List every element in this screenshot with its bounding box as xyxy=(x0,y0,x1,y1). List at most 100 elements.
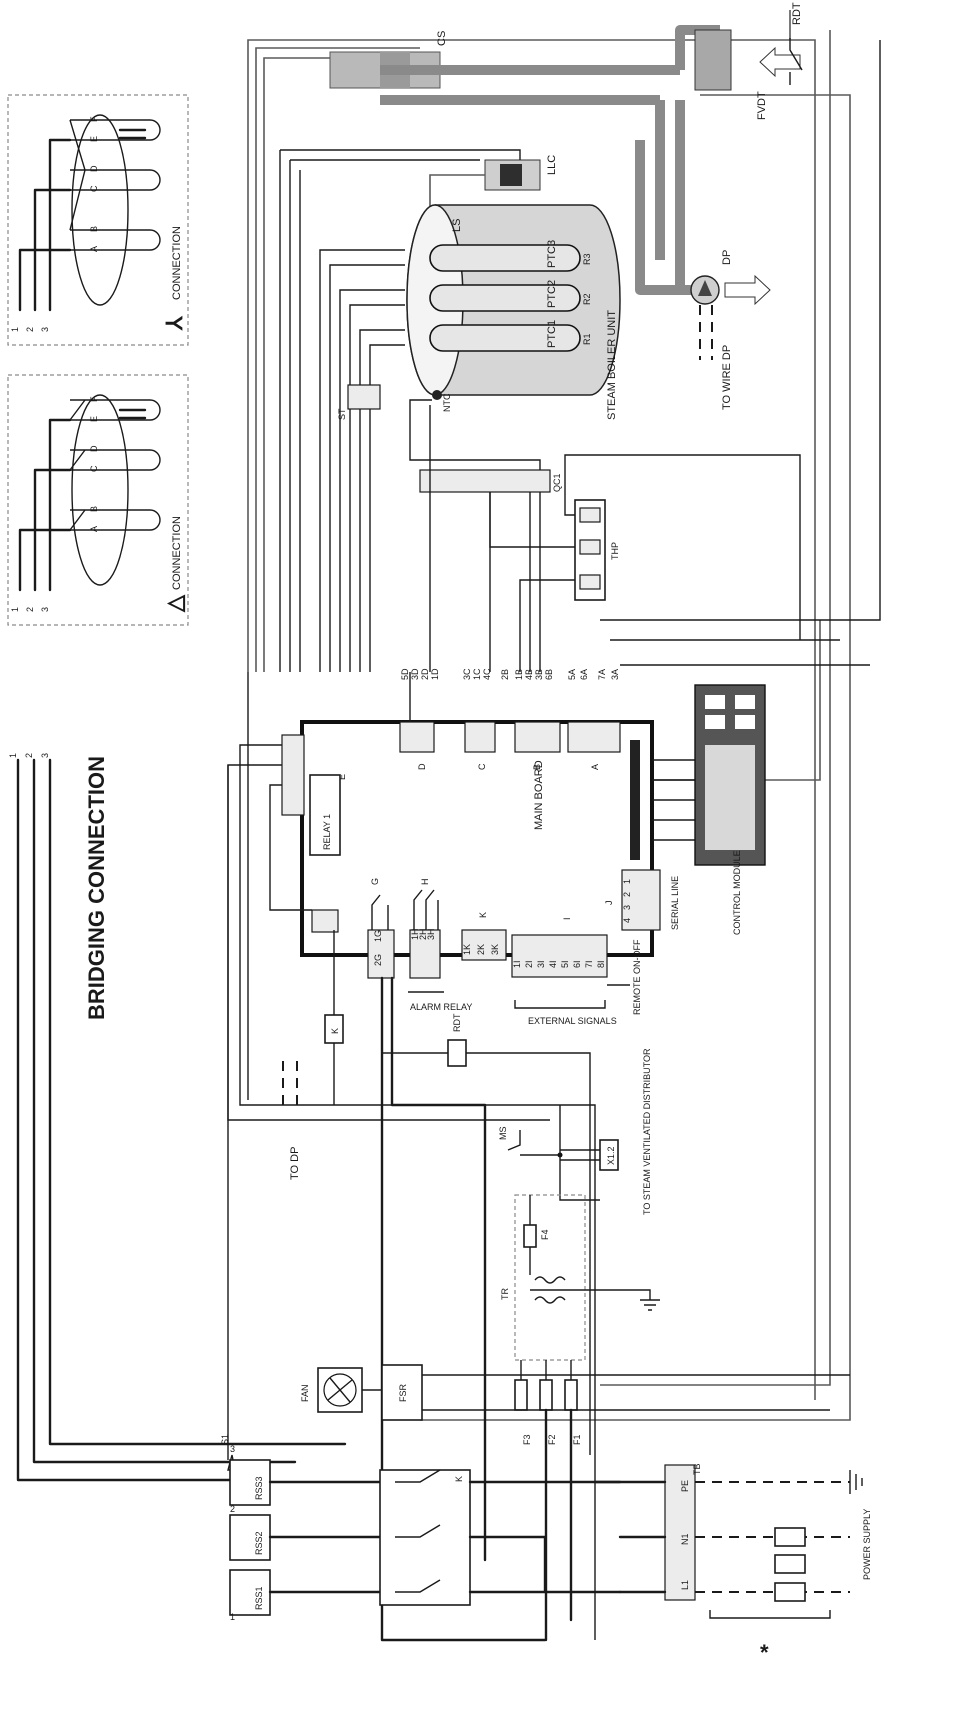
drain-pump-symbol xyxy=(698,280,712,296)
connector-e-label: E xyxy=(337,774,347,780)
heater-r3 xyxy=(429,244,581,272)
serial-line-label: SERIAL LINE xyxy=(670,876,680,930)
power-supply-label: POWER SUPPLY xyxy=(862,1509,872,1580)
alarm-relay-contacts xyxy=(413,889,439,930)
thp-wire-3 xyxy=(519,579,575,672)
qc1-terminal-strip xyxy=(419,469,551,493)
block-k-label: K xyxy=(478,912,488,918)
relay-feed-wire xyxy=(269,784,312,911)
ptc2-label: PTC2 xyxy=(546,280,558,308)
ms-wire xyxy=(559,1105,600,1201)
connector-a-label: A xyxy=(590,764,600,770)
connector-a xyxy=(567,721,621,753)
connector-b-label: B xyxy=(532,764,542,770)
bridging-phase-2: 2 xyxy=(24,753,34,758)
thp-wire-1 xyxy=(564,454,801,640)
delta-winding-d: D xyxy=(89,445,99,452)
k-contactor-contacts xyxy=(395,1469,441,1593)
wire-code-1c: 1C xyxy=(472,668,482,680)
control-module-ribbon xyxy=(652,759,695,841)
control-module-label: CONTROL MODULE xyxy=(732,850,742,935)
r3-label: R3 xyxy=(582,253,592,265)
main-board xyxy=(300,720,654,957)
bundle-top-1 xyxy=(280,149,521,160)
wire-code-5d: 5D xyxy=(400,668,410,680)
fill-valve xyxy=(694,29,732,91)
supply-fuse-n xyxy=(774,1527,806,1547)
x1-2-wires xyxy=(560,1149,600,1161)
delta-connection-label: CONNECTION xyxy=(171,516,183,590)
fuse-upper-wires xyxy=(520,1360,572,1380)
delta-winding-c: C xyxy=(89,465,99,472)
rss2-phase: 2 xyxy=(230,1504,235,1514)
serial-terminal-3: 3 xyxy=(622,905,632,910)
connector-d xyxy=(399,721,435,753)
wire-code-3c: 3C xyxy=(462,668,472,680)
alarm-relay-label: ALARM RELAY xyxy=(410,1002,472,1012)
terminal-2i: 2I xyxy=(524,960,534,968)
delta-connection-schematic xyxy=(18,394,161,592)
star-symbol: ⅄ xyxy=(162,315,187,331)
bridging-phase-3: 3 xyxy=(40,753,50,758)
star-winding-f: F xyxy=(89,116,99,122)
qc1-label: QC1 xyxy=(552,473,562,492)
relay-1-terminals xyxy=(311,909,339,933)
l1-label: L1 xyxy=(680,1580,690,1590)
wire-code-1d: 1D xyxy=(430,668,440,680)
terminal-1i: 1I xyxy=(512,960,522,968)
delta-phase-3: 3 xyxy=(40,607,50,612)
wire-code-3d: 3D xyxy=(410,668,420,680)
star-winding-a: A xyxy=(89,246,99,252)
control-module-key-3 xyxy=(705,715,725,729)
ls-label: LS xyxy=(451,219,463,232)
fan-wires xyxy=(362,1374,850,1411)
control-module-key-2 xyxy=(735,695,755,709)
external-signals-label: EXTERNAL SIGNALS xyxy=(528,1016,617,1026)
fsr-label: FSR xyxy=(398,1383,408,1402)
k-contactor-label: K xyxy=(454,1476,464,1482)
terminal-3k: 3K xyxy=(490,944,500,955)
thp-label: THP xyxy=(610,542,620,560)
rss-output-wires xyxy=(268,1480,382,1594)
terminal-1h: 1H xyxy=(410,928,420,940)
to-steam-distributor-label: TO STEAM VENTILATED DISTRIBUTOR xyxy=(642,1048,652,1215)
ntc-sensor xyxy=(432,390,442,400)
star-winding-d: D xyxy=(89,165,99,172)
f2-label: F2 xyxy=(547,1434,557,1445)
bridging-phase-1: 1 xyxy=(8,753,18,758)
ribbon-connector xyxy=(630,740,640,860)
heater-wire-d1 xyxy=(319,249,405,672)
terminal-2g: 2G xyxy=(373,954,383,966)
terminal-6i: 6I xyxy=(572,960,582,968)
st-block xyxy=(347,384,381,410)
block-j-label: J xyxy=(604,901,614,906)
cs-label: CS xyxy=(436,31,448,46)
star-connection-label: CONNECTION xyxy=(171,226,183,300)
remote-on-off-label: REMOTE ON-OFF xyxy=(632,939,642,1015)
thp-wire-2 xyxy=(489,492,575,548)
heater-r1 xyxy=(429,324,581,352)
terminal-3h: 3H xyxy=(426,928,436,940)
to-dp-label: TO DP xyxy=(289,1147,301,1180)
main-power-line-1 xyxy=(380,976,547,1642)
rss1-phase: 1 xyxy=(230,1612,235,1622)
control-module-key-4 xyxy=(735,715,755,729)
wire-code-4c: 4C xyxy=(482,668,492,680)
heater-wire-c1 xyxy=(349,304,405,672)
terminal-7i: 7I xyxy=(584,960,594,968)
terminal-2k: 2K xyxy=(476,944,486,955)
bridging-connection-heading: BRIDGING CONNECTION xyxy=(84,756,109,1020)
wire-code-5a: 5A xyxy=(567,669,577,680)
rdt-label: RDT xyxy=(452,1013,462,1032)
terminal-1k: 1K xyxy=(462,944,472,955)
terminal-5i: 5I xyxy=(560,960,570,968)
x1-2-label: X1.2 xyxy=(606,1146,616,1165)
thp-term-3 xyxy=(579,574,601,590)
ms-switch xyxy=(507,1130,560,1156)
connector-b xyxy=(514,721,561,753)
fuse-lower-wires xyxy=(544,1408,573,1642)
heater-wire-d2 xyxy=(329,264,405,672)
relay-1-label: RELAY 1 xyxy=(322,814,332,850)
serial-terminal-2: 2 xyxy=(622,892,632,897)
tb-terminal-block xyxy=(664,1464,696,1601)
